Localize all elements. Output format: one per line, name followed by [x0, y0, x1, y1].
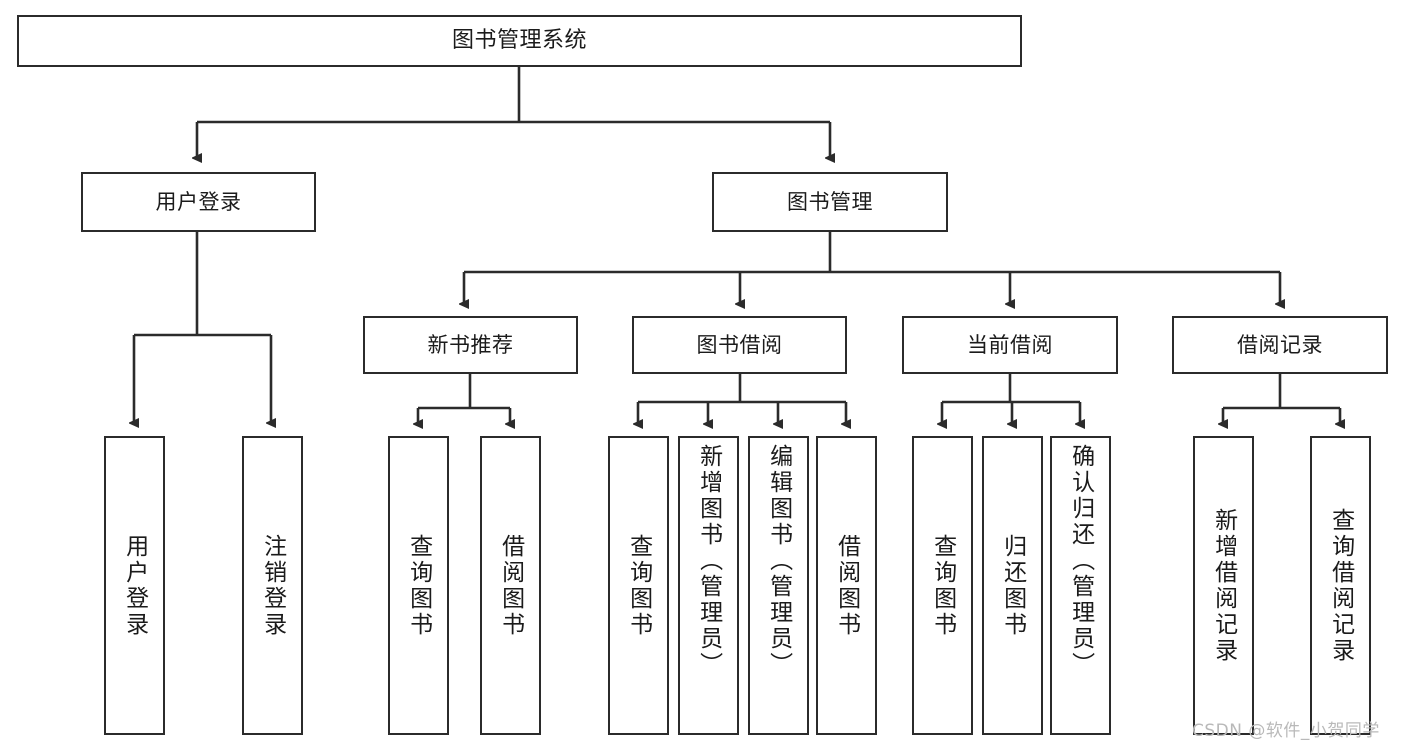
node-label: 用户登录 [121, 533, 148, 638]
node-borrow-record[interactable]: 借阅记录 [1172, 316, 1388, 374]
node-label: 借阅记录 [1237, 332, 1323, 357]
leaf-edit-book-admin[interactable]: 编辑图书（管理员） [748, 436, 809, 735]
leaf-borrow-book[interactable]: 借阅图书 [816, 436, 877, 735]
leaf-user-login[interactable]: 用户登录 [104, 436, 165, 735]
node-label: 归还图书 [999, 533, 1026, 638]
leaf-confirm-return-admin[interactable]: 确认归还（管理员） [1050, 436, 1111, 735]
leaf-query-book-borrow[interactable]: 查询图书 [608, 436, 669, 735]
leaf-add-borrow-record[interactable]: 新增借阅记录 [1193, 436, 1254, 735]
node-label: 查询图书 [405, 533, 432, 638]
node-label: 确认归还（管理员） [1067, 444, 1094, 678]
node-book-borrow[interactable]: 图书借阅 [632, 316, 847, 374]
node-label: 图书借阅 [696, 332, 783, 357]
leaf-logout[interactable]: 注销登录 [242, 436, 303, 735]
node-label: 注销登录 [259, 533, 286, 638]
node-label: 借阅图书 [497, 533, 524, 638]
watermark-text: CSDN @软件_小贺同学 [1192, 721, 1380, 741]
leaf-query-book-recommend[interactable]: 查询图书 [388, 436, 449, 735]
node-label: 查询借阅记录 [1327, 507, 1354, 664]
node-label: 当前借阅 [967, 332, 1053, 357]
leaf-query-borrow-record[interactable]: 查询借阅记录 [1310, 436, 1371, 735]
node-label: 新增图书（管理员） [695, 444, 722, 678]
node-label: 用户登录 [155, 189, 242, 214]
leaf-add-book-admin[interactable]: 新增图书（管理员） [678, 436, 739, 735]
node-label: 查询图书 [625, 533, 652, 638]
leaf-borrow-book-recommend[interactable]: 借阅图书 [480, 436, 541, 735]
node-label: 图书管理 [787, 189, 873, 214]
node-label: 编辑图书（管理员） [765, 444, 792, 678]
node-label: 新书推荐 [427, 332, 514, 357]
node-label: 图书管理系统 [451, 28, 587, 54]
node-new-book-recommend[interactable]: 新书推荐 [363, 316, 578, 374]
leaf-return-book[interactable]: 归还图书 [982, 436, 1043, 735]
node-label: 新增借阅记录 [1210, 507, 1237, 664]
node-label: 借阅图书 [833, 533, 860, 638]
node-user-login[interactable]: 用户登录 [81, 172, 316, 232]
leaf-query-book-current[interactable]: 查询图书 [912, 436, 973, 735]
node-root-system[interactable]: 图书管理系统 [17, 15, 1022, 67]
node-book-management[interactable]: 图书管理 [712, 172, 948, 232]
node-label: 查询图书 [929, 533, 956, 638]
node-current-borrow[interactable]: 当前借阅 [902, 316, 1118, 374]
